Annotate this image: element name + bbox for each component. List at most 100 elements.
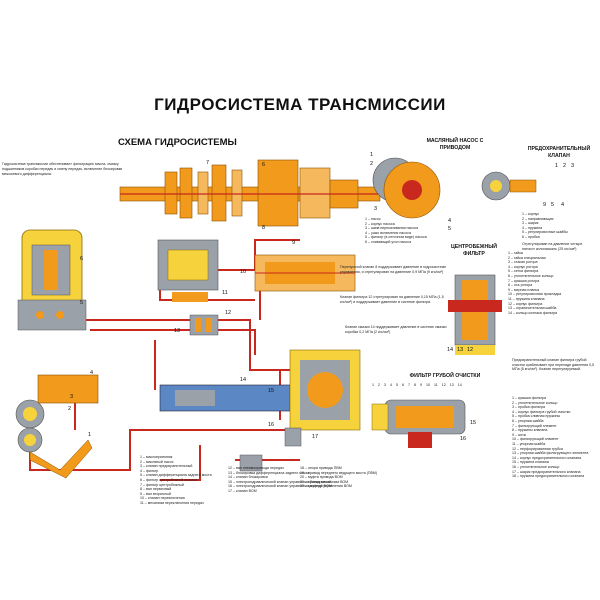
- cof-callout: 2: [378, 383, 380, 387]
- callout-15: 15: [268, 388, 275, 394]
- legend-item: 3 – шарик: [522, 221, 539, 226]
- legend-item: 14 – клапан блокировки: [228, 475, 268, 480]
- oil-pump-legend: 1 – насос 2 – корпус насоса 3 – шкив пер…: [365, 217, 427, 245]
- cof-callout-15: 15: [470, 420, 477, 426]
- legend-item: 3 – клапан предохранительный: [140, 464, 193, 469]
- valve-callout-4: 4: [561, 202, 565, 208]
- legend-item: 4 – корпус ротора: [508, 264, 538, 269]
- valve-callout-3: 3: [571, 163, 575, 169]
- legend-item: 16 – электрогидравлический клапан управл…: [228, 484, 332, 489]
- oil-pump-callout-2: 2: [370, 161, 374, 167]
- legend-item: 4 – ушко включения насоса: [365, 230, 411, 235]
- legend-item: 1 – гайка: [508, 251, 523, 255]
- bottom-legend-col1: 1 – маслоприемник 2 – масляный насос 3 –…: [140, 455, 212, 506]
- cof-callout: 9: [420, 383, 422, 387]
- legend-item: 5 – регулировочные шайбы: [522, 230, 568, 235]
- coarse-filter-title: ФИЛЬТР ГРУБОЙ ОЧИСТКИ: [409, 373, 481, 379]
- callout-9: 9: [292, 240, 296, 246]
- legend-item: 4 – пружина: [522, 225, 543, 230]
- cof-callout: 3: [384, 383, 386, 387]
- legend-item: 1 – крышка фильтра: [512, 396, 546, 400]
- legend-item: 22 – цилиндр управления ВОМ: [300, 484, 352, 489]
- cf-callout-12: 12: [467, 347, 474, 353]
- valve-callout-1: 1: [555, 163, 559, 169]
- callout-4: 4: [90, 370, 94, 376]
- legend-item: 1 – насос: [365, 217, 381, 221]
- legend-item: 9 – вал вторичный: [140, 491, 171, 496]
- legend-item: 6 – сливающий угол насоса: [365, 239, 412, 244]
- legend-item: 5 – фильтр (в сеточном виде) насоса: [365, 235, 427, 240]
- poster-title: ГИДРОСИСТЕМА ТРАНСМИССИИ: [154, 95, 446, 114]
- callout-16: 16: [268, 422, 275, 428]
- cof-callout: 4: [390, 383, 392, 387]
- legend-item: 9 – шток: [512, 432, 527, 437]
- legend-item: 4 – фильтр: [140, 468, 159, 473]
- legend-item: 1 – корпус: [522, 212, 540, 216]
- legend-item: 21 – привод механизма ВОМ: [300, 479, 349, 484]
- safety-valve-note: Отрегулирован на давление четыре пятисот…: [522, 242, 583, 251]
- drive-shaft-assembly: [159, 349, 361, 472]
- legend-item: 6 – уплотнительное кольцо: [508, 273, 554, 278]
- legend-item: 2 – гайка специальная: [508, 255, 546, 260]
- callout-10: 10: [240, 269, 247, 275]
- callout-11: 11: [222, 290, 228, 296]
- centrifugal-filter-legend: 1 – гайка 2 – гайка специальная 3 – стак…: [508, 251, 561, 315]
- legend-item: 18 – опора привода ПВМ: [300, 466, 342, 470]
- callout-17: 17: [312, 434, 319, 440]
- callout-6: 6: [262, 162, 266, 168]
- secondary-shaft: [254, 254, 356, 292]
- legend-item: 13 – упорная шайба фильтрующего элемента: [512, 451, 589, 456]
- legend-item: 6 – упорная шайба: [512, 418, 544, 423]
- cof-callout: 10: [426, 383, 430, 387]
- centrifugal-filter-detail: [448, 274, 502, 355]
- legend-item: 2 – направляющая: [522, 216, 554, 221]
- legend-item: 10 – регулировочная прокладка: [508, 292, 562, 297]
- callout-12: 12: [225, 310, 232, 316]
- filter-valve-note: Клапан фильтра 12 отрегулирован на давле…: [340, 295, 444, 304]
- oil-pump: [15, 374, 99, 479]
- oil-pump-title: МАСЛЯНЫЙ НАСОС С ПРИВОДОМ: [426, 138, 484, 151]
- callout-1: 1: [88, 432, 92, 438]
- cof-callout: 14: [457, 383, 462, 387]
- legend-item: 11 – пружина клапана: [508, 296, 545, 301]
- valve-callout-2: 2: [563, 163, 567, 169]
- legend-item: 6 – пробка: [522, 234, 540, 239]
- legend-item: 1 – маслоприемник: [140, 455, 173, 459]
- pressure-valve-note: Перепускной клапан 8 поддерживает давлен…: [340, 265, 447, 274]
- valve-callout-5: 5: [551, 202, 555, 208]
- legend-item: 12 – вал пневмопривода передач: [228, 466, 284, 470]
- cof-callout: 12: [441, 383, 446, 387]
- callout-3: 3: [70, 394, 74, 400]
- cof-callout: 8: [414, 383, 416, 387]
- legend-item: 19 – привод переднего ведущего моста (ПВ…: [300, 470, 378, 475]
- callout-5: 5: [80, 300, 84, 306]
- callout-6b: 6: [80, 256, 84, 262]
- centrifugal-filter-title: ЦЕНТРОБЕЖНЫЙ ФИЛЬТР: [450, 244, 498, 257]
- legend-item: 15 – электрогидравлический клапан управл…: [228, 479, 332, 484]
- oil-valve-note: Клапан смазки 14 поддерживает давление в…: [345, 325, 447, 334]
- legend-item: 7 – фильтр центробежный: [140, 482, 184, 487]
- legend-item: 5 – сетка фильтра: [508, 269, 539, 274]
- legend-item: 17 – шарик предохранительного клапана: [512, 469, 581, 474]
- filter-canister: [17, 229, 87, 331]
- legend-item: 15 – пружина клапана: [512, 460, 549, 465]
- primary-shaft-assembly: [119, 159, 381, 227]
- bottom-legend-col2: 12 – вал пневмопривода передач 13 – блок…: [228, 466, 332, 494]
- cof-callout: 13: [449, 383, 454, 387]
- legend-item: 6 – фильтр центробежной очистки: [140, 477, 198, 482]
- safety-valve-detail: [481, 171, 537, 201]
- legend-item: 13 – ограничительная шайба: [508, 306, 557, 311]
- legend-item: 3 – пробка фильтра: [512, 405, 545, 410]
- legend-item: 11 – упорная шайба: [512, 441, 546, 446]
- legend-item: 13 – блокировка дифференциала заднего мо…: [228, 470, 310, 475]
- legend-item: 10 – фильтрующий элемент: [512, 437, 559, 442]
- legend-item: 7 – крышка ротора: [508, 278, 540, 283]
- oil-pump-callout-4: 4: [448, 218, 452, 224]
- callout-13: 13: [174, 328, 181, 334]
- callout-2: 2: [68, 406, 72, 412]
- intro-text: Гидросистема трансмиссии обеспечивает фи…: [2, 162, 123, 176]
- oil-pump-callout-1: 1: [370, 152, 374, 158]
- legend-item: 8 – ось ротора: [508, 283, 533, 288]
- coarse-filter-detail: [371, 399, 466, 448]
